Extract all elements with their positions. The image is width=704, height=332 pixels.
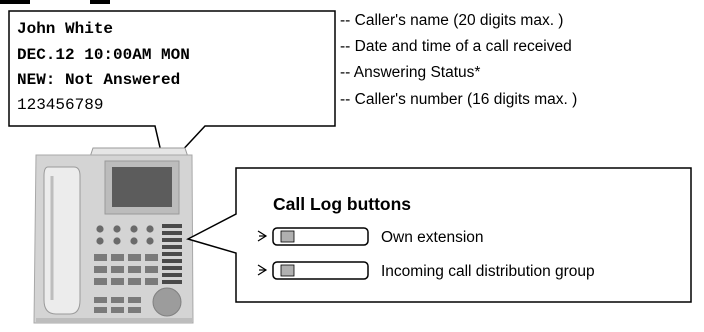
cropped-header-bracket bbox=[0, 0, 110, 4]
button-key-icon bbox=[272, 227, 369, 246]
call-log-button-icd-group: Incoming call distribution group bbox=[257, 261, 595, 280]
annotation-list: -- Caller's name (20 digits max. ) -- Da… bbox=[340, 12, 577, 108]
call-log-button-label: Incoming call distribution group bbox=[381, 263, 595, 280]
display-line-status: NEW: Not Answered bbox=[17, 71, 180, 89]
display-line-datetime: DEC.12 10:00AM MON bbox=[17, 46, 190, 64]
annotation-date-time: -- Date and time of a call received bbox=[340, 38, 572, 55]
phone-round-keys bbox=[96, 225, 154, 245]
annotation-answering-status: -- Answering Status* bbox=[340, 64, 480, 81]
display-lines: John White DEC.12 10:00AM MON NEW: Not A… bbox=[17, 20, 190, 114]
led-indicator-icon bbox=[257, 264, 268, 276]
button-key-icon bbox=[272, 261, 369, 280]
telephone-illustration bbox=[33, 147, 194, 324]
call-log-button-own-extension: Own extension bbox=[257, 227, 484, 246]
annotation-callers-name: -- Caller's name (20 digits max. ) bbox=[340, 12, 563, 29]
navigator-key bbox=[152, 287, 182, 317]
call-log-title: Call Log buttons bbox=[273, 194, 411, 214]
call-log-button-label: Own extension bbox=[381, 229, 484, 246]
annotation-callers-number: -- Caller's number (16 digits max. ) bbox=[340, 91, 577, 108]
display-line-number: 123456789 bbox=[17, 96, 103, 114]
handset bbox=[43, 166, 81, 315]
phone-dial-pad bbox=[94, 254, 158, 313]
led-indicator-icon bbox=[257, 230, 268, 242]
phone-lcd-screen bbox=[104, 160, 180, 215]
display-line-name: John White bbox=[17, 20, 113, 38]
phone-flexible-buttons bbox=[162, 224, 182, 284]
